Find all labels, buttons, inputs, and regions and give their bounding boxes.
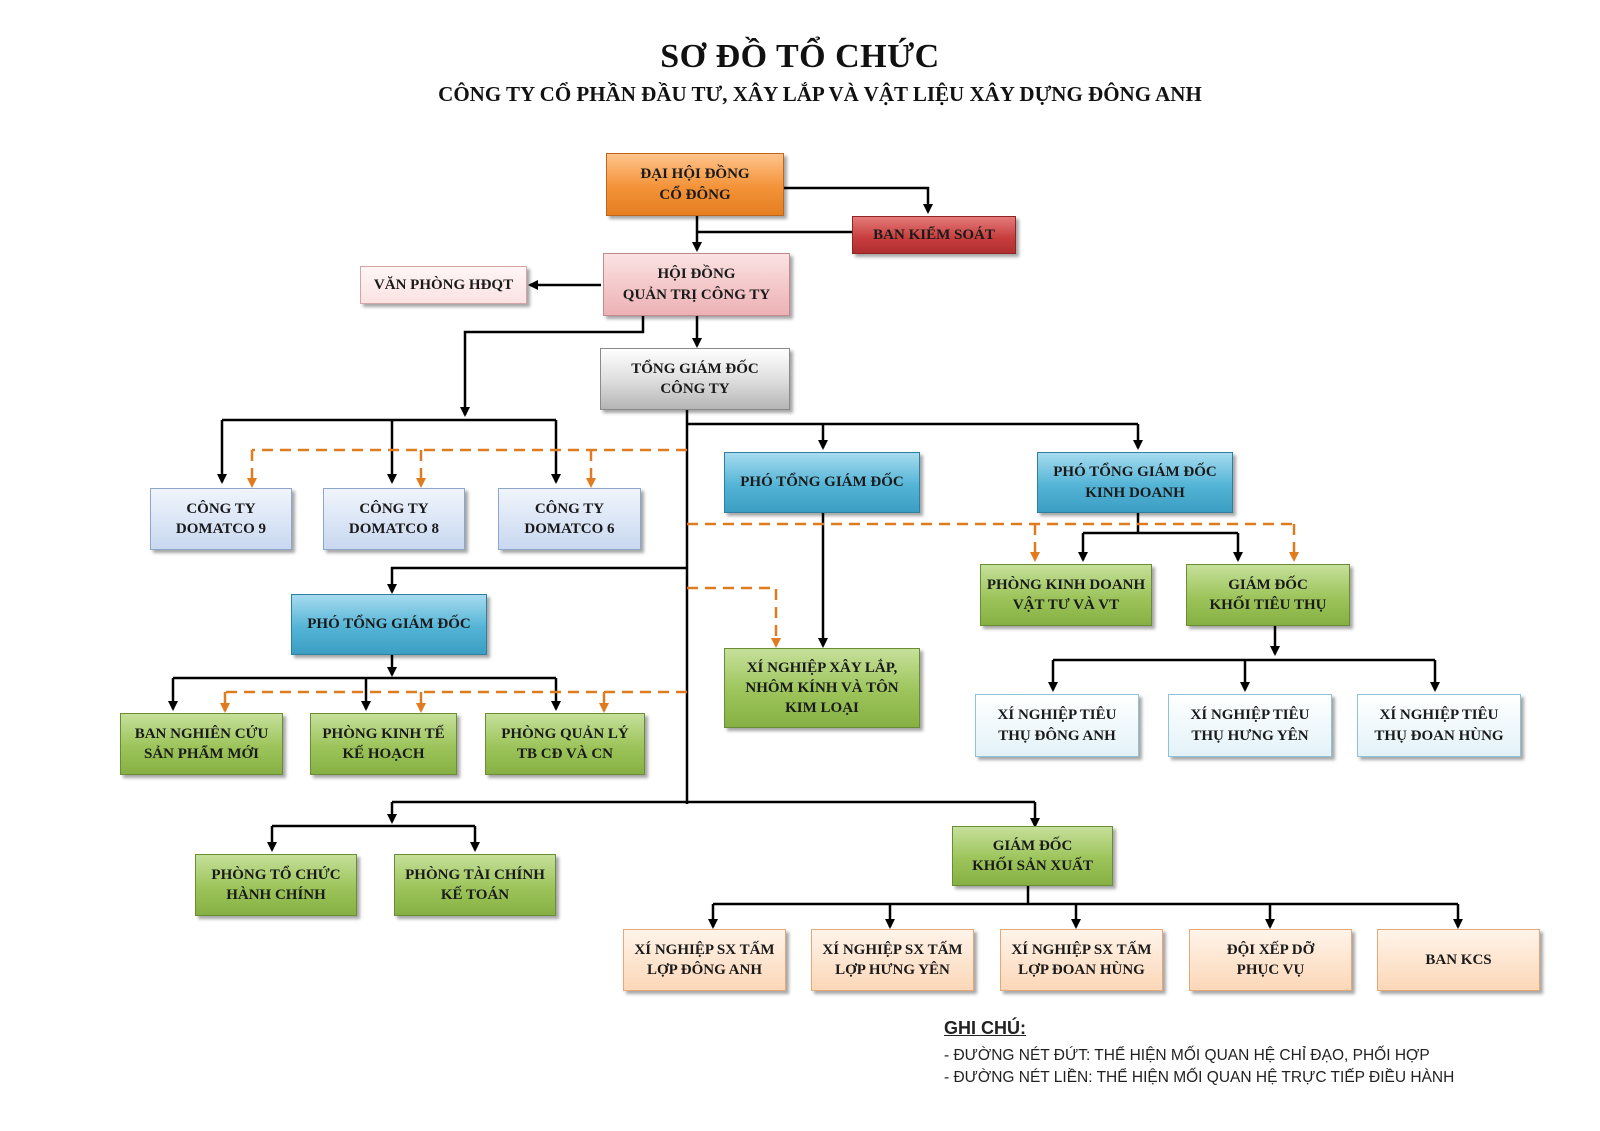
- node-pho-tong-giam-doc-kinh-doanh: PHÓ TỔNG GIÁM ĐỐC KINH DOANH: [1037, 452, 1233, 513]
- node-xn-sx-doan-hung: XÍ NGHIỆP SX TẤM LỢP ĐOAN HÙNG: [1000, 929, 1163, 991]
- chart-subtitle: CÔNG TY CỔ PHẦN ĐẦU TƯ, XÂY LẮP VÀ VẬT L…: [438, 82, 1202, 106]
- node-ban-nghien-cuu: BAN NGHIÊN CỨU SẢN PHẨM MỚI: [120, 713, 283, 775]
- node-domatco-8: CÔNG TY DOMATCO 8: [323, 488, 465, 550]
- legend-title: GHI CHÚ:: [944, 1018, 1026, 1038]
- node-pho-tong-giam-doc-mid: PHÓ TỔNG GIÁM ĐỐC: [724, 452, 920, 513]
- node-xi-nghiep-xay-lap: XÍ NGHIỆP XÂY LẮP, NHÔM KÍNH VÀ TÔN KIM …: [724, 648, 920, 728]
- solid-lines: [168, 186, 1463, 929]
- node-xn-tieu-thu-doan-hung: XÍ NGHIỆP TIÊU THỤ ĐOAN HÙNG: [1357, 694, 1521, 757]
- node-xn-tieu-thu-hung-yen: XÍ NGHIỆP TIÊU THỤ HƯNG YÊN: [1168, 694, 1332, 757]
- node-domatco-6: CÔNG TY DOMATCO 6: [498, 488, 641, 550]
- node-phong-tai-chinh-ke-toan: PHÒNG TÀI CHÍNH KẾ TOÁN: [394, 854, 556, 916]
- node-xn-sx-hung-yen: XÍ NGHIỆP SX TẤM LỢP HƯNG YÊN: [811, 929, 974, 991]
- node-hoi-dong-quan-tri: HỘI ĐỒNG QUẢN TRỊ CÔNG TY: [603, 253, 790, 316]
- node-domatco-9: CÔNG TY DOMATCO 9: [150, 488, 292, 550]
- node-giam-doc-khoi-san-xuat: GIÁM ĐỐC KHỐI SẢN XUẤT: [952, 826, 1113, 886]
- node-phong-kinh-te-ke-hoach: PHÒNG KINH TẾ KẾ HOẠCH: [310, 713, 457, 775]
- node-ban-kiem-soat: BAN KIỂM SOÁT: [852, 216, 1016, 254]
- legend-dashed: - ĐƯỜNG NÉT ĐỨT: THỂ HIỆN MỐI QUAN HỆ CH…: [944, 1047, 1430, 1064]
- node-doi-xep-do: ĐỘI XẾP DỠ PHỤC VỤ: [1189, 929, 1352, 991]
- node-tong-giam-doc: TỔNG GIÁM ĐỐC CÔNG TY: [600, 348, 790, 410]
- node-xn-tieu-thu-dong-anh: XÍ NGHIỆP TIÊU THỤ ĐÔNG ANH: [975, 694, 1139, 757]
- dashed-lines: [220, 448, 1299, 713]
- node-dai-hoi-dong-co-dong: ĐẠI HỘI ĐỒNG CỔ ĐÔNG: [606, 153, 784, 216]
- node-phong-kinh-doanh-vat-tu: PHÒNG KINH DOANH VẬT TƯ VÀ VT: [980, 564, 1152, 626]
- node-pho-tong-giam-doc-left: PHÓ TỔNG GIÁM ĐỐC: [291, 594, 487, 655]
- node-phong-to-chuc-hanh-chinh: PHÒNG TỔ CHỨC HÀNH CHÍNH: [195, 854, 357, 916]
- node-phong-quan-ly-tb: PHÒNG QUẢN LÝ TB CĐ VÀ CN: [485, 713, 645, 775]
- node-xn-sx-dong-anh: XÍ NGHIỆP SX TẤM LỢP ĐÔNG ANH: [623, 929, 786, 991]
- node-giam-doc-khoi-tieu-thu: GIÁM ĐỐC KHỐI TIÊU THỤ: [1186, 564, 1350, 626]
- node-ban-kcs: BAN KCS: [1377, 929, 1540, 991]
- node-van-phong-hdqt: VĂN PHÒNG HĐQT: [360, 266, 527, 304]
- chart-title: SƠ ĐỒ TỔ CHỨC: [660, 38, 940, 75]
- legend: GHI CHÚ: - ĐƯỜNG NÉT ĐỨT: THỂ HIỆN MỐI Q…: [944, 1018, 1454, 1089]
- legend-solid: - ĐƯỜNG NÉT LIỀN: THỂ HIỆN MỐI QUAN HỆ T…: [944, 1069, 1455, 1086]
